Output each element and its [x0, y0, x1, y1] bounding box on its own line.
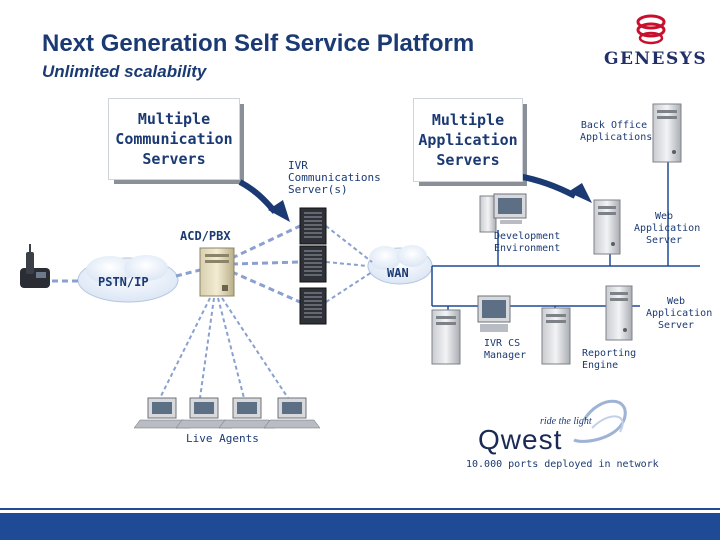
web-app-server-icon: [593, 199, 621, 255]
label-line: Application: [634, 223, 701, 234]
phone-icon: [20, 244, 50, 288]
agent-workstation-icon: [218, 397, 276, 429]
label-line: Server: [645, 235, 683, 246]
label-acd-pbx: ACD/PBX: [180, 229, 231, 243]
page-subtitle: Unlimited scalability: [42, 62, 207, 81]
label-reporting-engine: Reporting Engine: [582, 348, 636, 372]
label-line: Development: [494, 231, 561, 242]
label-web-app-server-2: Web Application Server: [646, 296, 713, 332]
arrow-comm-to-ivr: [238, 179, 278, 214]
genesys-logo-text: GENESYS: [604, 49, 708, 69]
genesys-logo-icon: [636, 14, 666, 45]
label-line: Applications: [580, 132, 653, 143]
label-line: Web: [654, 211, 674, 222]
label-line: Reporting: [582, 348, 637, 359]
callout-line: Communication: [115, 130, 233, 148]
label-pstn-ip: PSTN/IP: [98, 275, 149, 289]
links-acd-ivr: [231, 224, 301, 304]
dev-workstation-icon: [479, 193, 527, 233]
agent-workstation-icon: [133, 397, 191, 429]
callout-line: Servers: [436, 151, 500, 169]
link-pstn-acd: [175, 268, 201, 278]
label-line: Server: [657, 320, 695, 331]
label-line: IVR CS: [484, 338, 521, 349]
callout-comm-servers: Multiple Communication Servers: [108, 98, 240, 180]
label-line: Manager: [484, 350, 527, 361]
footer-divider: [0, 508, 720, 510]
web-app-server-icon: [605, 285, 633, 341]
links-ivr-wan: [325, 225, 373, 303]
ivr-rack-server-icon: [299, 207, 327, 245]
qwest-swoosh-icon: [573, 399, 627, 443]
ivr-rack-server-icon: [299, 287, 327, 325]
label-back-office: Back Office Applications: [580, 120, 653, 144]
pstn-cloud-icon: [77, 255, 179, 303]
label-live-agents: Live Agents: [186, 432, 259, 445]
acd-pbx-server-icon: [199, 247, 235, 297]
label-line: Engine: [582, 360, 619, 371]
arrowhead-icon: [268, 200, 290, 222]
arrow-app-to-wan: [517, 173, 577, 199]
ivr-cs-manager-monitor-icon: [477, 295, 511, 332]
qwest-tagline: ride the light: [540, 416, 592, 427]
back-office-server-icon: [652, 103, 682, 163]
callout-line: Multiple: [137, 110, 211, 128]
label-line: IVR: [288, 159, 308, 172]
agent-workstation-icon: [263, 397, 321, 429]
label-wan: WAN: [387, 266, 409, 280]
page-title: Next Generation Self Service Platform: [42, 30, 475, 57]
label-dev-environment: Development Environment: [494, 231, 560, 255]
arrowhead-icon: [568, 183, 592, 203]
label-line: Communications: [288, 171, 381, 184]
ports-deployed-note: 10.000 ports deployed in network: [466, 459, 659, 470]
links-acd-agents: [159, 297, 289, 399]
label-line: Back Office: [580, 120, 648, 131]
label-line: Application: [646, 308, 713, 319]
label-line: Environment: [494, 243, 561, 254]
label-line: Web: [666, 296, 686, 307]
callout-line: Application: [418, 131, 518, 149]
ivr-rack-server-icon: [299, 245, 327, 283]
ivr-cs-manager-server-icon: [431, 309, 461, 365]
wan-cloud-icon: [367, 245, 433, 285]
callout-line: Servers: [142, 150, 206, 168]
label-ivr-cs-manager: IVR CS Manager: [484, 338, 526, 362]
label-line: Server(s): [288, 183, 348, 196]
agent-workstation-icon: [175, 397, 233, 429]
label-web-app-server-1: Web Application Server: [634, 211, 701, 247]
reporting-engine-server-icon: [541, 307, 571, 365]
label-ivr-comm-servers: IVR Communications Server(s): [288, 160, 381, 196]
footer-bar: [0, 513, 720, 540]
callout-app-servers: Multiple Application Servers: [413, 98, 523, 182]
callout-line: Multiple: [431, 111, 505, 129]
qwest-logo-text: Qwest: [478, 424, 563, 455]
